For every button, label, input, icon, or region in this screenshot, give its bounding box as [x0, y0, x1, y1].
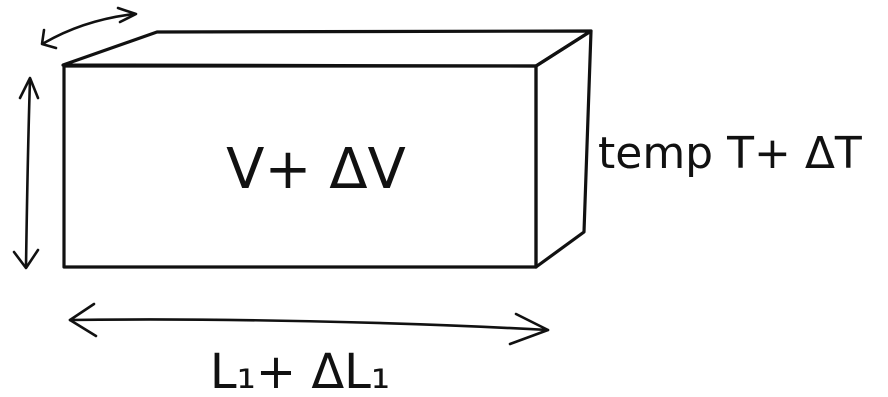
volume-label: V+ ΔV — [226, 137, 406, 202]
depth-arrow — [40, 6, 138, 50]
box-top-face — [61, 29, 593, 68]
length-label: L₁+ ΔL₁ — [210, 344, 390, 397]
box-front-face — [62, 64, 538, 269]
length-arrow — [68, 302, 550, 346]
box-side-face — [534, 29, 593, 269]
height-arrow — [12, 76, 40, 270]
temperature-label: temp T+ ΔT — [598, 128, 862, 179]
